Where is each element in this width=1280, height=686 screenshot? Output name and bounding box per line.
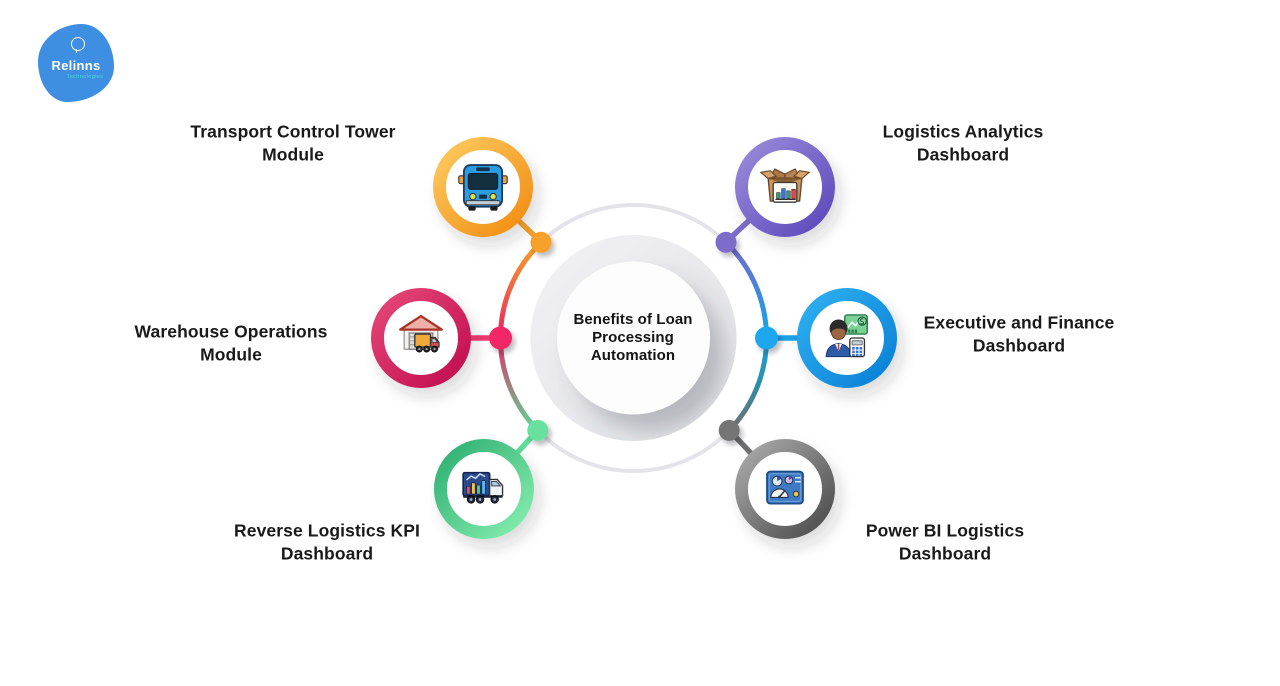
- label-executive-finance: Executive and Finance Dashboard: [923, 312, 1115, 355]
- open-box-chart-icon: [759, 168, 811, 203]
- label-transport-control-tower: Transport Control Tower Module: [190, 121, 396, 164]
- node-executive-finance: [797, 288, 897, 388]
- center-circle: [530, 235, 737, 441]
- label-logistics-analytics: Logistics Analytics Dashboard: [882, 121, 1044, 164]
- lightbulb-icon: [71, 37, 85, 53]
- hub-ring-bottom-arc: [535, 428, 732, 473]
- relinns-logo-blob: Relinns Technologies: [38, 24, 114, 102]
- logo-tagline: Technologies: [66, 74, 104, 80]
- ring-dots: [489, 231, 778, 441]
- relinns-logo: Relinns Technologies: [38, 24, 114, 102]
- bus-icon: [458, 164, 508, 211]
- hub-ring-top-arc: [539, 202, 728, 245]
- dashboard-gauge-icon: [766, 470, 804, 505]
- dot-executive: [755, 326, 778, 350]
- logo-name: Relinns: [51, 58, 101, 73]
- dot-logistics: [715, 231, 737, 253]
- label-power-bi-logistics: Power BI Logistics Dashboard: [865, 520, 1025, 563]
- executive-calculator-icon: [825, 314, 868, 358]
- dot-warehouse: [489, 326, 512, 350]
- kpi-truck-icon: [462, 471, 504, 504]
- dot-reverse: [527, 419, 549, 441]
- center-title: Benefits of Loan Processing Automation: [573, 311, 693, 364]
- dot-transport: [530, 231, 552, 253]
- warehouse-truck-icon: [399, 314, 443, 353]
- label-reverse-logistics-kpi: Reverse Logistics KPI Dashboard: [234, 520, 420, 563]
- dot-powerbi: [718, 419, 740, 441]
- label-warehouse-operations: Warehouse Operations Module: [134, 321, 328, 364]
